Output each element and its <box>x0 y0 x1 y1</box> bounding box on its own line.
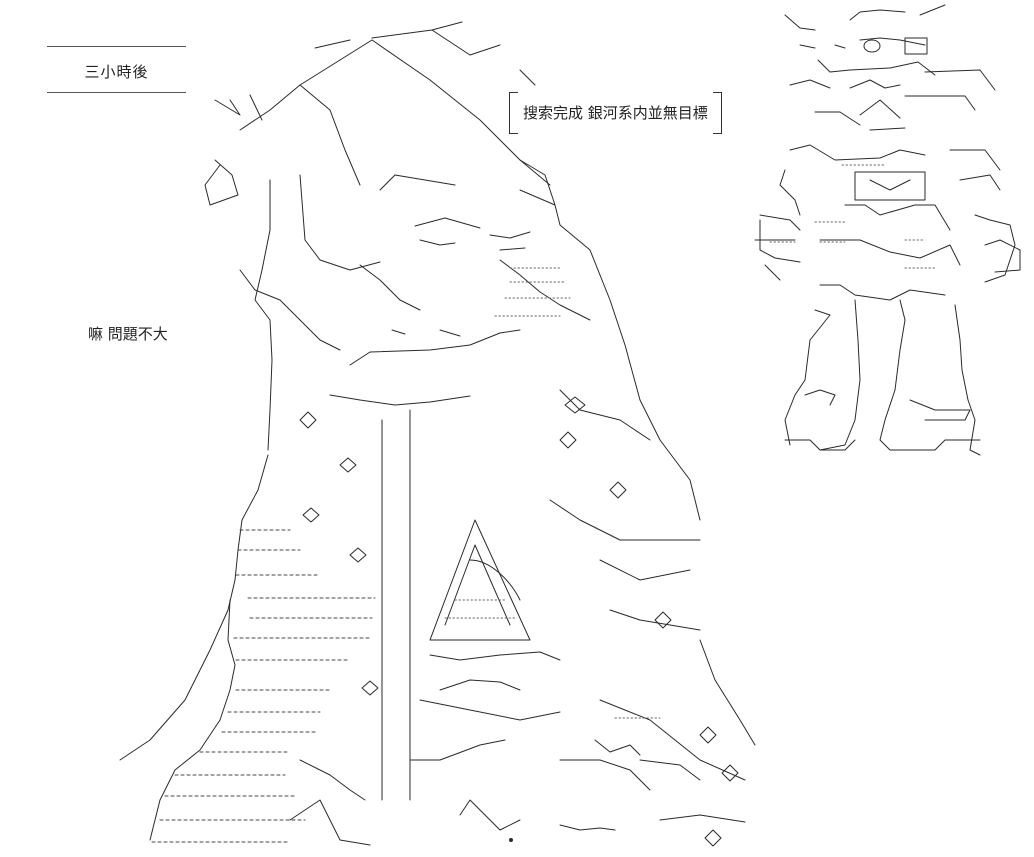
robot-arm-left <box>759 219 801 281</box>
diamond-8 <box>699 726 717 744</box>
robot-leg-left-inner <box>819 299 861 451</box>
robot-eye-socket <box>904 37 928 55</box>
robot-eye-icon <box>863 39 881 53</box>
robot-foot-left <box>784 439 856 451</box>
robot-torso-dots <box>769 164 936 269</box>
character-remark: 嘛 問題不大 <box>88 325 168 343</box>
left-hand <box>239 269 341 351</box>
robe-sash <box>419 699 561 721</box>
hood-outline <box>314 21 536 86</box>
face-contour <box>359 259 591 321</box>
robot-chest-heart <box>869 179 911 191</box>
chest-band-2 <box>439 679 521 691</box>
diamond-7 <box>654 611 672 629</box>
robot-speech-bubble: 搜索完成 銀河系内並無目標 <box>509 92 722 134</box>
robe-hatch-upper <box>221 529 376 733</box>
robot-knee <box>804 389 836 406</box>
hood-left-slope <box>239 39 373 186</box>
diamond-9 <box>721 764 739 782</box>
ornament-dot <box>509 838 513 842</box>
diamond-4 <box>564 396 586 414</box>
robe-right-edge <box>589 249 701 521</box>
robot-speech-text: 搜索完成 銀河系内並無目標 <box>523 104 708 122</box>
diamond-6 <box>361 680 379 696</box>
diamond-1 <box>339 457 357 473</box>
robe-right-scroll <box>559 824 616 831</box>
robot-torso-left <box>754 169 801 241</box>
robe-dotted-panel <box>444 267 661 719</box>
mouth <box>391 329 461 337</box>
speech-bracket-left <box>509 92 518 134</box>
diamond-5 <box>349 547 367 563</box>
robe-bottom-mid <box>409 739 521 831</box>
robot-abdomen <box>819 239 961 266</box>
robot-head-top <box>799 37 926 49</box>
robe-hatch-lower <box>151 751 306 843</box>
robot-leg-right <box>879 299 981 451</box>
robot-chin <box>859 95 976 119</box>
hood-right-slope <box>371 39 551 186</box>
chest-triangle-inner <box>444 544 511 626</box>
robot-hip <box>819 284 946 301</box>
left-arm-inner <box>299 174 381 271</box>
face-left-eye <box>414 217 481 246</box>
chest-triangle <box>429 519 531 641</box>
robot-leg-left <box>784 309 831 446</box>
robe-right-tassel <box>594 739 641 756</box>
chest-arc <box>469 559 521 601</box>
robot-shoulder-right <box>949 149 1001 191</box>
robot-face-plate <box>817 59 936 76</box>
face-right-eye <box>489 231 531 251</box>
robot-hand-right <box>984 239 1021 273</box>
robot-chest-panel <box>854 171 926 201</box>
robot-foot-right <box>909 399 971 421</box>
robe-left-outer <box>149 599 236 841</box>
robe-right-lower <box>599 639 756 781</box>
diamond-3 <box>609 481 627 499</box>
robot-arm-right <box>974 214 1016 283</box>
robe-left-edge <box>119 454 269 761</box>
diamond-11 <box>299 411 317 429</box>
left-arm-lower <box>254 179 273 451</box>
robot-cheek-right <box>924 69 996 91</box>
robe-right-fold-2 <box>599 559 701 631</box>
robot-neck <box>814 111 906 131</box>
diamond-12 <box>704 829 722 847</box>
caption-rule-top <box>47 46 186 47</box>
robot-shoulder-left <box>789 144 926 161</box>
robot-antenna <box>784 4 946 31</box>
robot-torso-mid <box>844 204 951 231</box>
diamond-10 <box>302 507 320 523</box>
robe-bottom-right <box>559 759 746 823</box>
diamond-2 <box>559 431 577 449</box>
hood-tip <box>214 94 263 121</box>
robe-right-fold <box>549 389 701 541</box>
scene-caption: 三小時後 <box>84 63 149 81</box>
chest-band <box>429 651 561 661</box>
left-arm-upper <box>204 159 239 206</box>
caption-rule-bottom <box>47 92 186 93</box>
jaw-line <box>349 329 521 366</box>
robot-leg-right-outer <box>954 304 981 456</box>
speech-bracket-right <box>712 92 722 134</box>
hood-brim <box>379 159 591 251</box>
robe-bottom-left <box>289 759 371 846</box>
robot-visor <box>789 79 901 89</box>
staff-crossbar <box>329 394 471 406</box>
